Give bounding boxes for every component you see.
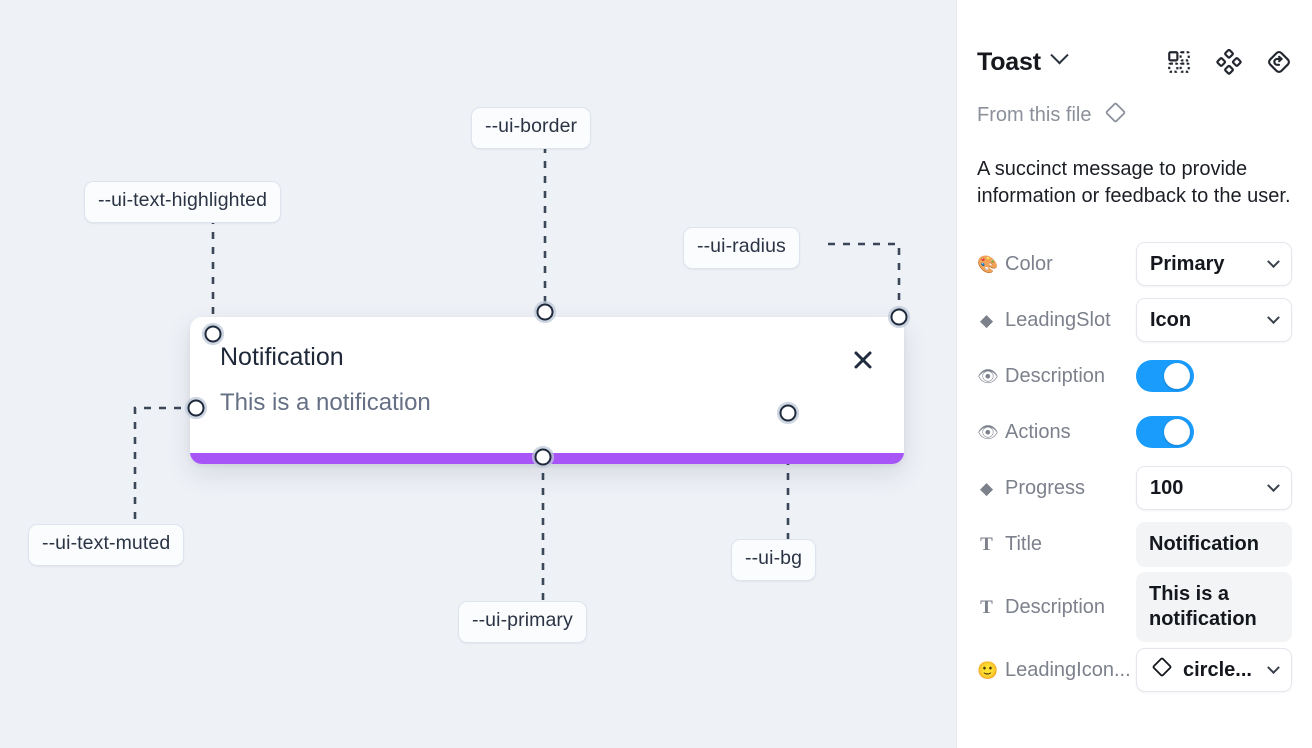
color-select-value: Primary (1150, 252, 1225, 275)
property-control-title: Notification (1136, 521, 1292, 567)
color-select[interactable]: Primary (1136, 242, 1292, 286)
title-input-value: Notification (1149, 532, 1259, 555)
chevron-down-icon (1267, 254, 1280, 268)
toast-description: This is a notification (220, 388, 431, 416)
chevron-down-icon (1267, 660, 1280, 674)
smiley-emoji-icon: 🙂 (977, 660, 999, 680)
property-control-actions-toggle (1136, 416, 1292, 448)
property-name: LeadingIcon... (1005, 658, 1131, 681)
property-row-leadingicon: 🙂 LeadingIcon... circle... (977, 642, 1292, 698)
property-name: Actions (1005, 420, 1071, 443)
property-name: Progress (1005, 476, 1086, 499)
annotation-label-ui-border[interactable]: --ui-border (471, 107, 592, 149)
panel-header: Toast (977, 0, 1292, 96)
actions-toggle[interactable] (1136, 416, 1194, 448)
property-control-color: Primary (1136, 242, 1292, 286)
property-name: Description (1005, 595, 1106, 618)
text-icon: T (980, 533, 993, 555)
text-icon: T (980, 596, 993, 618)
property-label-actions-toggle: 👁 Actions (977, 421, 1136, 444)
annotation-label-ui-text-highlighted[interactable]: --ui-text-highlighted (84, 181, 282, 223)
from-this-file-row[interactable]: From this file (977, 100, 1292, 130)
diamond-icon: ◆ (979, 310, 994, 330)
palette-emoji-icon: 🎨 (977, 254, 999, 274)
handle-ui-bg[interactable] (779, 404, 797, 422)
property-label-description-toggle: 👁 Description (977, 365, 1136, 388)
leadingicon-select-value: circle... (1183, 658, 1252, 681)
eye-emoji-icon: 👁 (977, 366, 999, 386)
handle-ui-border[interactable] (536, 303, 554, 321)
toggle-knob (1164, 363, 1190, 389)
property-row-progress: ◆ Progress 100 (977, 460, 1292, 516)
toast-component-preview[interactable]: Notification This is a notification (190, 317, 904, 464)
chevron-down-icon (1267, 478, 1280, 492)
handle-ui-primary[interactable] (534, 448, 552, 466)
title-input[interactable]: Notification (1136, 521, 1292, 567)
property-name: Title (1005, 532, 1043, 555)
progress-select-value: 100 (1150, 476, 1184, 499)
property-label-leadingicon: 🙂 LeadingIcon... (977, 659, 1136, 682)
property-row-color: 🎨 Color Primary (977, 236, 1292, 292)
property-control-description-toggle (1136, 360, 1292, 392)
panel-header-actions (1166, 49, 1292, 75)
leadingslot-select[interactable]: Icon (1136, 298, 1292, 342)
property-row-actions-toggle: 👁 Actions (977, 404, 1292, 460)
close-icon[interactable] (848, 345, 878, 375)
chevron-down-icon[interactable] (1050, 46, 1069, 71)
from-this-file-label: From this file (977, 103, 1092, 126)
description-input-value: This is a notification (1149, 583, 1257, 630)
annotation-label-ui-bg[interactable]: --ui-bg (731, 539, 817, 581)
connector-ui-text-muted (133, 406, 196, 528)
property-label-title: T Title (977, 533, 1136, 556)
property-name: Description (1005, 364, 1106, 387)
property-label-leadingslot: ◆ LeadingSlot (977, 309, 1136, 332)
property-label-description-text: T Description (977, 596, 1136, 619)
eye-emoji-icon: 👁 (977, 422, 999, 442)
variants-icon[interactable] (1216, 49, 1242, 75)
property-name: LeadingSlot (1005, 308, 1111, 331)
toast-title: Notification (220, 343, 344, 371)
property-name: Color (1005, 252, 1053, 275)
description-toggle[interactable] (1136, 360, 1194, 392)
property-row-leadingslot: ◆ LeadingSlot Icon (977, 292, 1292, 348)
property-control-progress: 100 (1136, 466, 1292, 510)
annotation-label-ui-primary[interactable]: --ui-primary (458, 601, 587, 643)
property-control-leadingicon: circle... (1136, 648, 1292, 692)
annotation-label-ui-text-muted[interactable]: --ui-text-muted (28, 524, 185, 566)
property-row-description-text: T Description This is a notification (977, 572, 1292, 642)
toast-body: Notification This is a notification (190, 317, 904, 464)
annotation-label-ui-radius[interactable]: --ui-radius (683, 227, 800, 269)
property-label-color: 🎨 Color (977, 253, 1136, 276)
component-description: A succinct message to provide informatio… (977, 158, 1291, 207)
progress-select[interactable]: 100 (1136, 466, 1292, 510)
property-control-leadingslot: Icon (1136, 298, 1292, 342)
property-list: 🎨 Color Primary ◆ LeadingSlot (977, 236, 1292, 698)
component-set-icon[interactable] (1166, 49, 1192, 75)
properties-panel: Toast (956, 0, 1312, 748)
component-diamond-icon (1103, 100, 1128, 130)
leadingslot-select-value: Icon (1150, 308, 1192, 331)
design-canvas[interactable]: --ui-text-highlighted --ui-border --ui-r… (0, 0, 956, 748)
handle-ui-text-highlighted[interactable] (204, 325, 222, 343)
reset-instance-icon[interactable] (1266, 49, 1292, 75)
property-row-description-toggle: 👁 Description (977, 348, 1292, 404)
diamond-icon: ◆ (979, 478, 994, 498)
property-label-progress: ◆ Progress (977, 477, 1136, 500)
connector-ui-radius (828, 242, 901, 317)
component-diamond-icon (1150, 655, 1174, 685)
panel-title: Toast (977, 47, 1041, 76)
toggle-knob (1164, 419, 1190, 445)
property-control-description-text: This is a notification (1136, 572, 1292, 642)
property-row-title: T Title Notification (977, 516, 1292, 572)
handle-ui-text-muted[interactable] (187, 399, 205, 417)
leadingicon-select[interactable]: circle... (1136, 648, 1292, 692)
chevron-down-icon (1267, 310, 1280, 324)
handle-ui-radius[interactable] (890, 308, 908, 326)
description-input[interactable]: This is a notification (1136, 572, 1292, 642)
